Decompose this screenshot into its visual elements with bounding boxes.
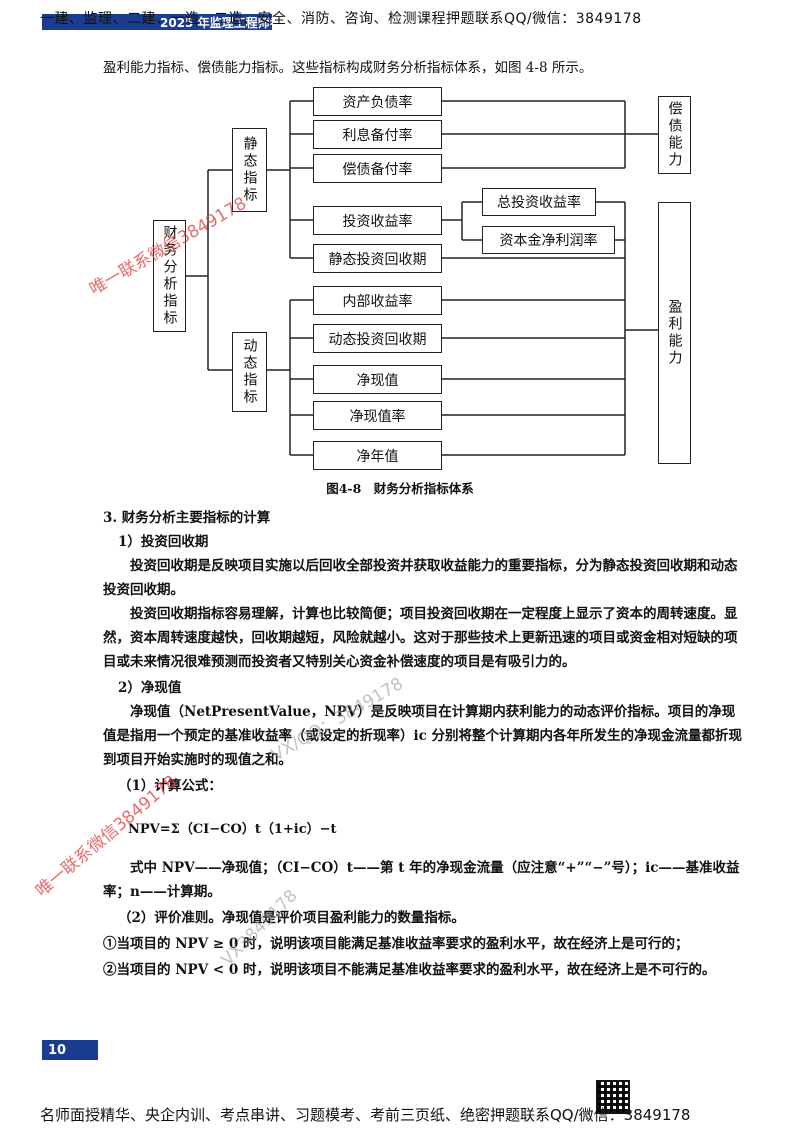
sub-heading-2: 2）净现值 xyxy=(118,680,182,696)
section-heading: 3. 财务分析主要指标的计算 xyxy=(103,510,271,526)
static-item-box: 资产负债率 xyxy=(313,87,442,116)
dynamic-group-box: 动态指标 xyxy=(232,332,267,412)
static-group-box: 静态指标 xyxy=(232,128,267,212)
sub-heading-1: 1）投资回收期 xyxy=(118,534,209,550)
header-title: 2025 年监理工程师考点大爆料 xyxy=(160,16,330,30)
paragraph-1: 投资回收期是反映项目实施以后回收全部投资并获取收益能力的重要指标，分为静态投资回… xyxy=(103,558,738,598)
paragraph-2: 投资回收期指标容易理解，计算也比较简便；项目投资回收期在一定程度上显示了资本的周… xyxy=(103,606,738,670)
solvency-box: 偿债能力 xyxy=(658,96,691,174)
sub-item-box: 资本金净利润率 xyxy=(482,226,615,254)
footer-text: 名师面授精华、央企内训、考点串讲、习题模考、考前三页纸、绝密押题联系QQ/微信：… xyxy=(40,1106,691,1124)
intro-text: 盈利能力指标、偿债能力指标。这些指标构成财务分析指标体系，如图 4-8 所示。 xyxy=(103,60,593,76)
static-item-box: 投资收益率 xyxy=(313,206,442,235)
figure-caption: 图4-8 财务分析指标体系 xyxy=(326,481,474,496)
page-header: 2025 年监理工程师考点大爆料 一建、监理、二建、一造、二造、安全、消防、咨询… xyxy=(0,0,800,40)
profitability-box: 盈利能力 xyxy=(658,202,691,464)
dynamic-item-box: 净现值率 xyxy=(313,401,442,430)
paragraph-5: （2）评价准则。净现值是评价项目盈利能力的数量指标。 xyxy=(118,910,465,926)
qr-code-icon xyxy=(596,1080,630,1114)
paragraph-6: ①当项目的 NPV ≥ 0 时，说明该项目能满足基准收益率要求的盈利水平，故在经… xyxy=(103,936,689,952)
static-item-box: 偿债备付率 xyxy=(313,154,442,183)
dynamic-item-box: 净现值 xyxy=(313,365,442,394)
header-band xyxy=(42,14,272,30)
paragraph-7: ②当项目的 NPV < 0 时，说明该项目不能满足基准收益率要求的盈利水平，故在… xyxy=(103,962,716,978)
dynamic-item-box: 净年值 xyxy=(313,441,442,470)
static-item-box: 利息备付率 xyxy=(313,120,442,149)
dynamic-item-box: 动态投资回收期 xyxy=(313,324,442,353)
npv-formula: NPV=Σ（CI−CO）t（1+ic）−t xyxy=(128,822,337,837)
sub-item-box: 总投资收益率 xyxy=(482,188,596,216)
sub-heading-3: （1）计算公式： xyxy=(118,778,222,794)
paragraph-3: 净现值（NetPresentValue，NPV）是反映项目在计算期内获利能力的动… xyxy=(103,704,743,768)
root-box: 财务分析指标 xyxy=(153,220,186,332)
page-number: 10 xyxy=(42,1040,98,1060)
header-ad-text: 一建、监理、二建、一造、二造、安全、消防、咨询、检测课程押题联系QQ/微信：38… xyxy=(40,11,642,27)
paragraph-4: 式中 NPV——净现值；（CI−CO）t——第 t 年的净现金流量（应注意“+”… xyxy=(103,860,740,900)
diagram-connectors xyxy=(186,100,658,456)
dynamic-item-box: 内部收益率 xyxy=(313,286,442,315)
static-item-box: 静态投资回收期 xyxy=(313,244,442,273)
